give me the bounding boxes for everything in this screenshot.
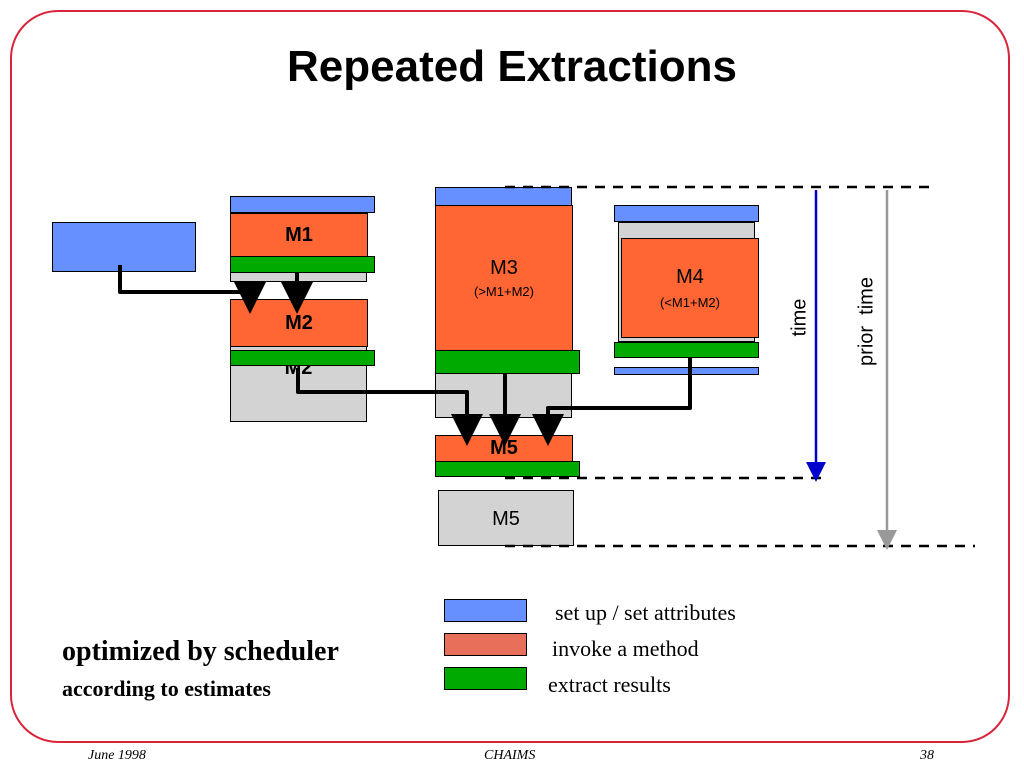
legend-setup-swatch bbox=[444, 599, 527, 622]
m4-sublabel: (<M1+M2) bbox=[660, 295, 720, 310]
m3-extract-bar bbox=[435, 350, 580, 374]
footer-page-number: 38 bbox=[920, 748, 934, 763]
m2-extract-bar bbox=[230, 350, 375, 366]
m3-sublabel: (>M1+M2) bbox=[474, 284, 534, 299]
m4-invoke-box bbox=[621, 238, 759, 338]
slide-frame bbox=[10, 10, 1010, 743]
client-box bbox=[52, 222, 196, 272]
m1-label: M1 bbox=[285, 224, 313, 246]
m5-extract-bar bbox=[435, 461, 580, 477]
m5-prior-label: M5 bbox=[492, 508, 520, 530]
connector-client-m1 bbox=[118, 265, 266, 314]
m3-label: M3 bbox=[490, 257, 518, 279]
m5-prior-box bbox=[438, 490, 574, 546]
legend-setup-label: set up / set attributes bbox=[555, 600, 736, 625]
legend-extract-label: extract results bbox=[548, 672, 671, 697]
legend-invoke-label: invoke a method bbox=[552, 636, 699, 661]
m4-setup-bar-2 bbox=[614, 367, 759, 375]
m4-extract-bar bbox=[614, 342, 759, 358]
time-label: time bbox=[788, 298, 811, 337]
m3-invoke-box bbox=[435, 205, 573, 351]
note-estimates: according to estimates bbox=[62, 676, 271, 701]
prior-time-label: prior time bbox=[855, 277, 878, 366]
m4-setup-bar bbox=[614, 205, 759, 222]
m1-extract-bar bbox=[230, 256, 375, 273]
m2-label: M2 bbox=[285, 312, 313, 334]
footer-center: CHAIMS bbox=[484, 748, 536, 763]
m1-invoke-box bbox=[230, 213, 368, 257]
m4-label: M4 bbox=[676, 266, 704, 288]
footer-date: June 1998 bbox=[88, 748, 146, 763]
note-optimized: optimized by scheduler bbox=[62, 636, 339, 667]
legend-extract-swatch bbox=[444, 667, 527, 690]
slide-title: Repeated Extractions bbox=[287, 42, 737, 91]
legend-invoke-swatch bbox=[444, 633, 527, 656]
m1-setup-bar bbox=[230, 196, 375, 213]
connector-m4-m5 bbox=[532, 358, 692, 446]
connector-m2-m5 bbox=[296, 368, 483, 446]
